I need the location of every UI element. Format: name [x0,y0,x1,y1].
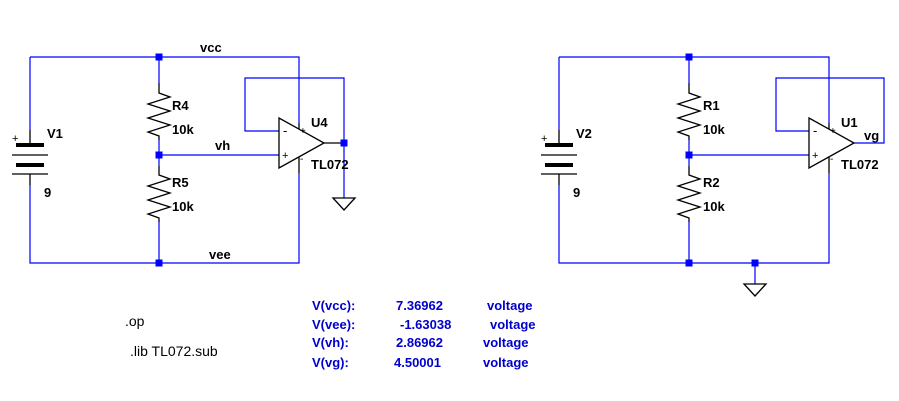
result-unit: voltage [487,298,533,313]
result-name: V(vee): [312,317,355,332]
r2-value-label: 10k [703,199,725,214]
u1-plus-sign: + [812,150,818,162]
ground-symbol-right [742,283,768,297]
u1-model-label: TL072 [841,157,879,172]
u1-name-label: U1 [841,115,858,130]
resistor-r5[interactable] [145,166,173,222]
operating-point-results: V(vcc): 7.36962 voltage V(vee): -1.63038… [312,298,536,370]
u4-minus-sign: - [283,123,287,138]
op-directive[interactable]: .op [125,313,145,329]
r1-name-label: R1 [703,98,720,113]
result-name: V(vcc): [312,298,355,313]
result-unit: voltage [483,355,529,370]
net-label-vcc: vcc [200,40,222,55]
result-unit: voltage [483,335,529,350]
result-name: V(vg): [312,355,349,370]
net-label-vg: vg [864,128,879,143]
r2-name-label: R2 [703,175,720,190]
u1-vplus-sign: + [830,126,836,137]
result-unit: voltage [490,317,536,332]
result-value: 4.50001 [394,355,441,370]
result-value: 7.36962 [396,298,443,313]
r4-value-label: 10k [172,122,194,137]
opamp-u1[interactable] [808,116,856,173]
ground-symbol-left [331,197,357,211]
r4-name-label: R4 [172,98,189,113]
node-dot [685,151,693,159]
v1-plus-sign: + [12,133,18,145]
wire-vcc-top[interactable] [30,56,300,123]
resistor-r4[interactable] [145,83,173,140]
u4-model-label: TL072 [311,157,349,172]
v1-name-label: V1 [47,126,63,141]
u1-minus-sign: - [813,123,817,138]
u4-plus-sign: + [282,150,288,162]
node-dot [685,53,693,61]
wire-v2-bottom[interactable] [558,173,830,264]
u1-vminus-sign: - [830,154,833,165]
node-dot [155,151,163,159]
v2-name-label: V2 [576,126,592,141]
v1-value-label: 9 [44,185,51,200]
resistor-r1[interactable] [675,83,703,140]
battery-v2[interactable] [541,130,577,185]
v2-value-label: 9 [573,185,580,200]
node-dot [685,259,693,267]
result-value: 2.86962 [396,335,443,350]
wire-right-top[interactable] [559,56,830,123]
net-label-vee: vee [209,247,231,262]
resistor-r2[interactable] [675,166,703,222]
node-dot [340,139,348,147]
node-dot [751,259,759,267]
net-label-vh: vh [215,138,230,153]
node-dot [155,53,163,61]
u4-vminus-sign: - [300,154,303,165]
r1-value-label: 10k [703,122,725,137]
lib-directive[interactable]: .lib TL072.sub [130,343,218,359]
battery-v1[interactable] [12,130,48,185]
right-circuit: + V2 9 R1 10k R2 10k - + + - U1 TL072 vg [541,53,885,297]
result-value: -1.63038 [400,317,451,332]
wire-u1-feedback[interactable] [775,77,885,144]
wire-v1-bottom[interactable] [29,173,300,264]
wire-u4-feedback[interactable] [244,77,345,143]
result-name: V(vh): [312,335,349,350]
r5-name-label: R5 [172,175,189,190]
r5-value-label: 10k [172,199,194,214]
node-dot [155,259,163,267]
left-circuit: + V1 9 R4 10k R5 10k - + + - U4 TL072 v [12,40,357,267]
u4-vplus-sign: + [300,126,306,137]
v2-plus-sign: + [541,133,547,145]
u4-name-label: U4 [311,115,328,130]
